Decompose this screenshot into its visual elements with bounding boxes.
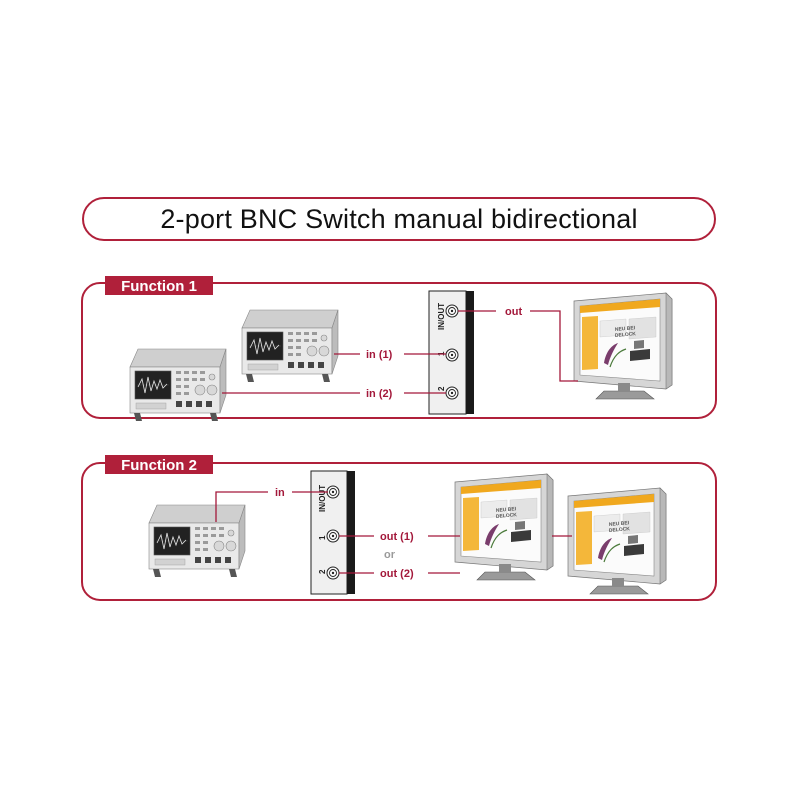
function2-tab-label: Function 2 <box>121 457 197 474</box>
bnc-connector-icon <box>445 386 459 400</box>
oscilloscope-icon <box>241 309 339 383</box>
port-label-inout: IN/OUT <box>437 303 446 330</box>
function1-panel <box>81 282 717 419</box>
label-in: in <box>275 487 285 499</box>
port-label-inout: IN/OUT <box>318 485 327 512</box>
function2-cables <box>215 491 572 574</box>
screen-text-line1: NEU BEI <box>609 520 630 528</box>
port-label-2: 2 <box>437 386 446 391</box>
screen-text-line2: DELOCK <box>496 512 518 520</box>
label-out: out <box>505 306 522 318</box>
label-in2: in (2) <box>366 388 393 400</box>
screen-text-line1: NEU BEI <box>496 506 517 514</box>
oscilloscope-icon <box>129 348 227 422</box>
diagram-title: 2-port BNC Switch manual bidirectional <box>160 203 638 234</box>
bnc-connector-icon <box>326 485 340 499</box>
screen-text-line1: NEU BEI <box>615 325 636 333</box>
screen-text-line2: DELOCK <box>615 331 637 339</box>
port-label-2: 2 <box>318 569 327 574</box>
title-box: 2-port BNC Switch manual bidirectional <box>82 197 716 241</box>
screen-text-line2: DELOCK <box>609 526 631 534</box>
port-label-1: 1 <box>318 535 327 540</box>
function2-panel <box>81 462 717 601</box>
function1-cables <box>222 310 578 394</box>
bnc-connector-icon <box>445 348 459 362</box>
bnc-connector-icon <box>445 304 459 318</box>
bnc-connector-icon <box>326 529 340 543</box>
label-in1: in (1) <box>366 349 393 361</box>
function1-tab: Function 1 <box>105 276 213 295</box>
monitor-icon <box>573 292 673 400</box>
function2-tab: Function 2 <box>105 455 213 474</box>
bnc-connector-icon <box>326 566 340 580</box>
label-out1: out (1) <box>380 531 414 543</box>
label-or: or <box>384 549 396 561</box>
oscilloscope-icon <box>148 504 246 578</box>
function1-tab-label: Function 1 <box>121 278 197 295</box>
monitor-icon <box>454 473 554 581</box>
label-out2: out (2) <box>380 568 414 580</box>
monitor-icon <box>567 487 667 595</box>
